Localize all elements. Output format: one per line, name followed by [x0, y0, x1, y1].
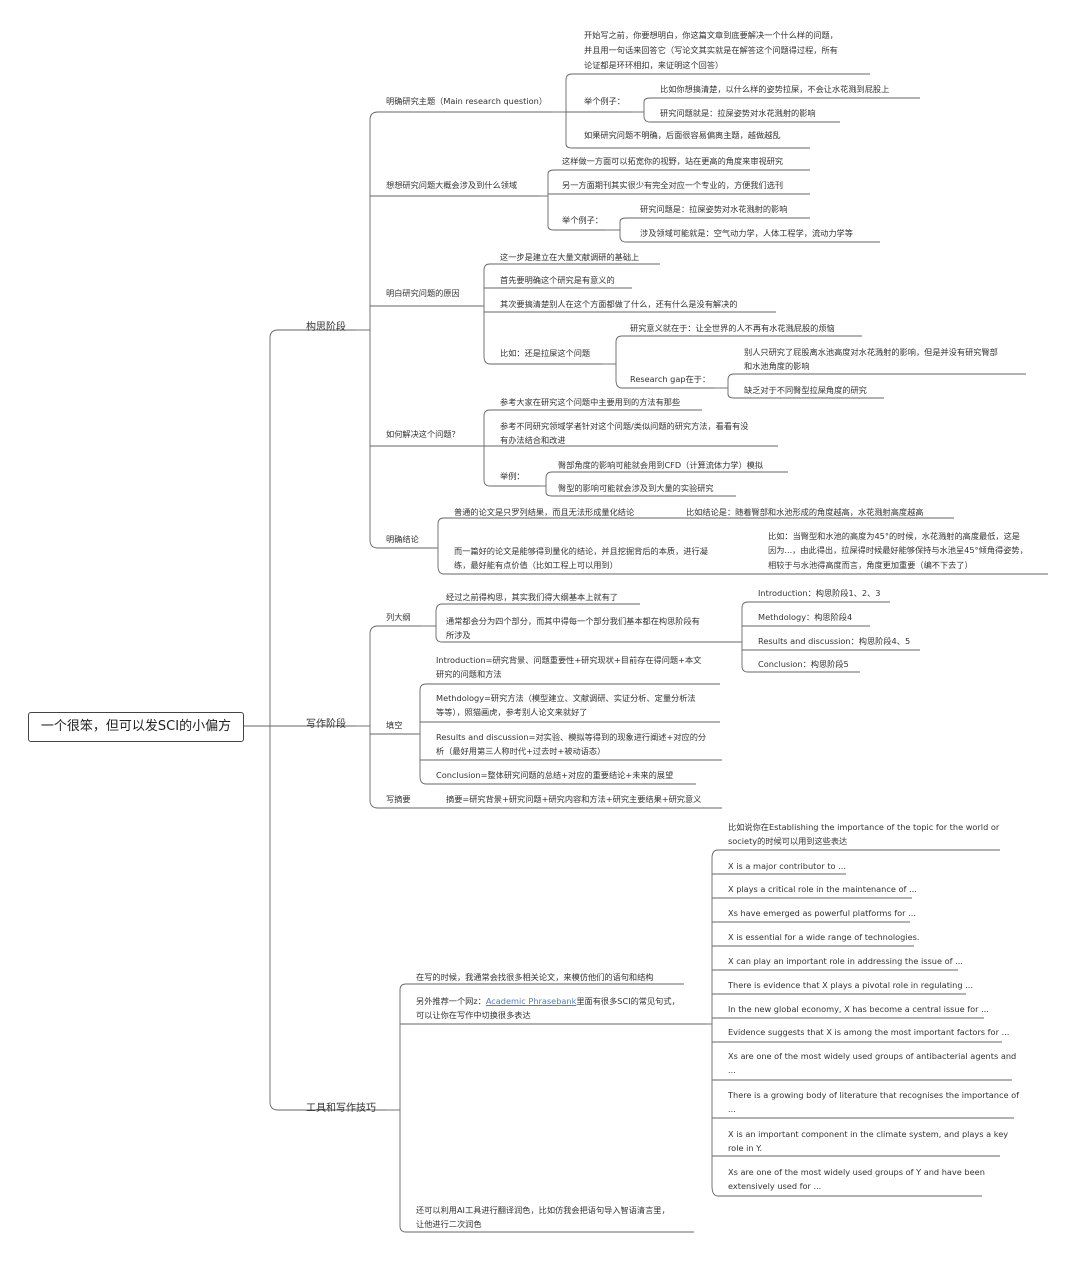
fill-node[interactable]: 填空 [386, 720, 403, 730]
abstract-text: 摘要=研究背景+研究问题+研究内容和方法+研究主要结果+研究意义 [446, 794, 702, 804]
fill-item: 研究的问题和方法 [436, 669, 502, 679]
conclusion-normal: 普通的论文是只罗列结果，而且无法形成量化结论 [454, 507, 635, 517]
phrase-item: Xs are one of the most widely used group… [728, 1167, 985, 1177]
phrase-item-cont: ... [728, 1065, 736, 1075]
outline-map-item: Introduction：构思阶段1、2、3 [758, 588, 881, 598]
reason-example-label[interactable]: 比如：还是拉屎这个问题 [500, 348, 591, 358]
phrase-item: X is a major contributor to ... [728, 861, 846, 871]
fill-item: Introduction=研究背景、问题重要性+研究现状+目前存在得问题+本文 [436, 655, 702, 665]
tools-ai[interactable]: 还可以利用AI工具进行翻译润色，比如仿我会把语句导入智语清言里， [416, 1205, 670, 1215]
phrase-item: Xs are one of the most widely used group… [728, 1051, 1017, 1061]
reason-gap-label[interactable]: Research gap在于： [630, 374, 711, 384]
conclusion-good-example: 相较于与水池得高度而言，角度更加重要（编不下去了） [768, 560, 973, 570]
conclusion-good: 而一篇好的论文是能够得到量化的结论，并且挖掘背后的本质，进行凝 [454, 546, 708, 556]
solve-item: 有办法结合和改进 [500, 435, 566, 445]
topic-intro-line: 开始写之前，你要想明白，你这篇文章到底要解决一个什么样的问题， [584, 30, 838, 40]
fill-item: Results and discussion=对实验、模拟等得到的现象进行阐述+… [436, 732, 707, 742]
reason-gap-line: 别人只研究了屁股离水池高度对水花溅射的影响，但是并没有研究臀部 [744, 347, 998, 357]
branch-writing[interactable]: 写作阶段 [306, 719, 346, 730]
reason-significance: 研究意义就在于：让全世界的人不再有水花溅屁股的烦恼 [630, 323, 835, 333]
conclusion-good: 练，最好能有点价值（比如工程上可以用到） [454, 560, 618, 570]
reason-gap-line: 缺乏对于不同臀型拉屎角度的研究 [744, 385, 867, 395]
phrase-intro: 比如说你在Establishing the importance of the … [728, 822, 1000, 832]
field-item: 另一方面期刊其实很少有完全对应一个专业的，方便我们选刊 [562, 180, 784, 190]
reason-item: 首先要明确这个研究是有意义的 [500, 275, 615, 285]
solve-item: 参考不同研究领域学者针对这个问题/类似问题的研究方法，看看有没 [500, 421, 749, 431]
phrase-item: There is evidence that X plays a pivotal… [728, 980, 973, 990]
field-example-item: 研究问题是：拉屎姿势对水花溅射的影响 [640, 204, 788, 214]
recommend-suffix: 里面有很多SCI的常见句式， [576, 996, 680, 1006]
root-topic[interactable]: 一个很笨，但可以发SCI的小偏方 [28, 712, 244, 742]
phrase-item: X can play an important role in addressi… [728, 956, 963, 966]
solve-example-item: 臀型的影响可能就会涉及到大量的实验研究 [558, 483, 714, 493]
phrase-item-cont: ... [728, 1104, 736, 1114]
phrase-item: X plays a critical role in the maintenan… [728, 884, 917, 894]
topic-example-item: 研究问题就是：拉屎姿势对水花溅射的影响 [660, 108, 816, 118]
phrase-item: X is essential for a wide range of techn… [728, 932, 920, 942]
outline-map-item: Results and discussion：构思阶段4、5 [758, 636, 911, 646]
solve-item: 参考大家在研究这个问题中主要用到的方法有那些 [500, 397, 681, 407]
branch-conception[interactable]: 构思阶段 [306, 322, 346, 333]
phrase-item-cont: role in Y. [728, 1143, 763, 1153]
reason-item: 这一步是建立在大量文献调研的基础上 [500, 252, 640, 262]
phrase-item: Xs have emerged as powerful platforms fo… [728, 908, 916, 918]
tools-ai-line: 让他进行二次润色 [416, 1219, 482, 1229]
phrase-item: In the new global economy, X has become … [728, 1004, 989, 1014]
field-example-label[interactable]: 举个例子： [562, 215, 603, 225]
outline-item: 经过之前得构思，其实我们得大纲基本上就有了 [446, 592, 618, 602]
topic-node[interactable]: 明确研究主题（Main research question） [386, 96, 548, 106]
topic-example-item: 比如你想搞清楚，以什么样的姿势拉屎，不会让水花溅到屁股上 [660, 84, 890, 94]
conclusion-normal-example: 比如结论是：随着臀部和水池形成的角度越高，水花溅射高度越高 [686, 507, 924, 517]
field-example-item: 涉及领域可能就是：空气动力学，人体工程学，流动力学等 [640, 228, 853, 238]
solve-example-label[interactable]: 举例： [500, 471, 525, 481]
phrase-item-cont: extensively used for ... [728, 1181, 822, 1191]
phrasebank-link[interactable]: Academic Phrasebank [485, 996, 577, 1006]
fill-item: 析（最好用第三人称时代+过去时+被动语态） [436, 746, 606, 756]
recommend-prefix: 另外推荐一个网z： [416, 996, 486, 1006]
phrase-item: Evidence suggests that X is among the mo… [728, 1027, 1010, 1037]
phrase-item: There is a growing body of literature th… [728, 1090, 1020, 1100]
outline-item: 所涉及 [446, 630, 471, 640]
solve-node[interactable]: 如何解决这个问题？ [386, 429, 460, 439]
conclusion-good-example: 因为...，由此得出，拉屎得时候最好能够保持与水池呈45°倾角得姿势， [768, 545, 1028, 555]
fill-item: 等等），照猫画虎，参考别人论文来就好了 [436, 707, 588, 717]
phrase-intro: society的时候可以用到这些表达 [728, 836, 848, 846]
reason-gap-line: 和水池角度的影响 [744, 361, 810, 371]
branch-tools[interactable]: 工具和写作技巧 [306, 1103, 376, 1114]
outline-map-item: Conclusion：构思阶段5 [758, 659, 849, 669]
phrase-item: X is an important component in the clima… [728, 1129, 1009, 1139]
field-item: 这样做一方面可以拓宽你的视野，站在更高的角度来审视研究 [562, 156, 784, 166]
field-node[interactable]: 想想研究问题大概会涉及到什么领域 [386, 180, 518, 190]
topic-warning: 如果研究问题不明确，后面很容易偏离主题，越做越乱 [584, 130, 781, 140]
outline-map-item: Methdology：构思阶段4 [758, 612, 853, 622]
outline-node[interactable]: 列大纲 [386, 612, 411, 622]
outline-item: 通常都会分为四个部分，而其中得每一个部分我们基本都在构思阶段有 [446, 616, 700, 626]
solve-example-item: 臀部角度的影响可能就会用到CFD（计算流体力学）模拟 [558, 460, 764, 470]
conclusion-node[interactable]: 明确结论 [386, 534, 419, 544]
tools-mimic[interactable]: 在写的时候，我通常会找很多相关论文，来模仿他们的语句和结构 [416, 972, 654, 982]
topic-intro-line: 论证都是环环相扣，来证明这个回答） [584, 60, 724, 70]
reason-item: 其次要搞清楚别人在这个方面都做了什么，还有什么是没有解决的 [500, 299, 738, 309]
fill-item: Conclusion=整体研究问题的总结+对应的重要结论+未来的展望 [436, 770, 674, 780]
topic-example-label[interactable]: 举个例子： [584, 96, 625, 106]
tools-recommend-line: 可以让你在写作中切换很多表达 [416, 1010, 531, 1020]
abstract-node[interactable]: 写摘要 [386, 794, 411, 804]
fill-item: Methdology=研究方法（模型建立、文献调研、实证分析、定量分析法 [436, 693, 696, 703]
topic-intro-line: 并且用一句话来回答它（写论文其实就是在解答这个问题得过程，所有 [584, 45, 838, 55]
conclusion-good-example: 比如：当臀型和水池的高度为45°的时候，水花溅射的高度最低，这是 [768, 531, 1020, 541]
tools-recommend[interactable]: 另外推荐一个网z：Academic Phrasebank里面有很多SCI的常见句… [416, 994, 680, 1009]
reason-node[interactable]: 明白研究问题的原因 [386, 288, 460, 298]
